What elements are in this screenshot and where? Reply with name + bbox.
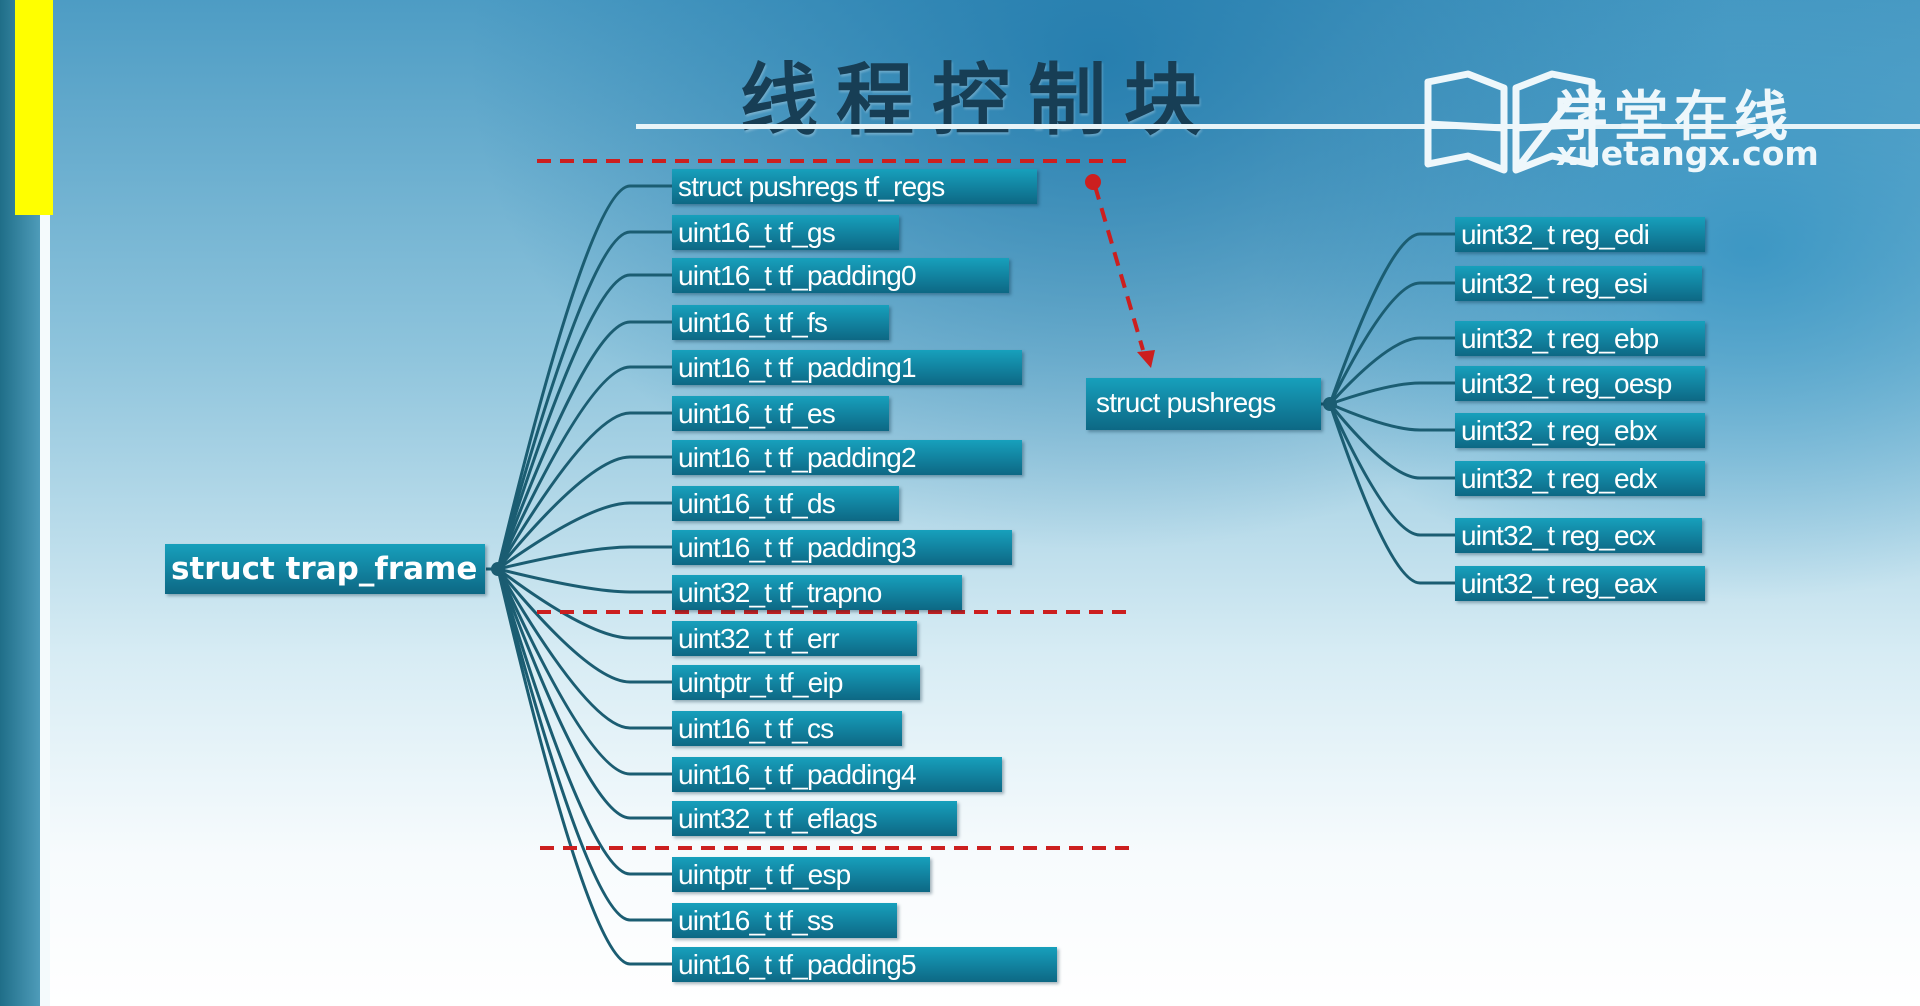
trap-frame-field: uintptr_t tf_eip bbox=[672, 665, 920, 700]
trap-frame-field: uint16_t tf_fs bbox=[672, 305, 889, 340]
branch-line bbox=[496, 568, 672, 922]
pushregs-field: uint32_t reg_edi bbox=[1455, 217, 1705, 252]
trap-frame-field: uint16_t tf_ss bbox=[672, 903, 897, 938]
branch-line bbox=[496, 411, 672, 570]
branch-line bbox=[496, 568, 672, 684]
branch-line bbox=[496, 320, 672, 570]
pushregs-field: uint32_t reg_esi bbox=[1455, 266, 1702, 301]
trap-frame-field: uint16_t tf_cs bbox=[672, 711, 902, 746]
branch-line bbox=[1328, 336, 1455, 406]
trap-frame-field: uint16_t tf_padding1 bbox=[672, 350, 1022, 385]
trap-frame-field: uint16_t tf_padding4 bbox=[672, 757, 1002, 792]
branch-line bbox=[1328, 281, 1455, 405]
branch-line bbox=[1328, 403, 1455, 537]
logo-name-en: xuetangx.com bbox=[1556, 134, 1819, 173]
trap-frame-field: uint32_t tf_eflags bbox=[672, 801, 957, 836]
yellow-accent-bar bbox=[15, 0, 53, 215]
branch-line bbox=[496, 455, 672, 570]
branch-line bbox=[496, 365, 672, 570]
branch-line bbox=[496, 230, 672, 570]
title-underline bbox=[636, 124, 1920, 129]
junction-dot bbox=[491, 562, 505, 576]
branch-line bbox=[497, 567, 672, 640]
reference-arrow-line bbox=[1093, 185, 1145, 351]
book-logo-icon bbox=[1424, 70, 1596, 174]
arrow-head-icon bbox=[1137, 350, 1155, 368]
branch-line bbox=[496, 568, 672, 966]
branch-line bbox=[496, 568, 672, 776]
branch-line bbox=[496, 273, 672, 570]
pushregs-field: uint32_t reg_oesp bbox=[1455, 366, 1705, 401]
branch-line bbox=[497, 567, 672, 594]
trap-frame-root: struct trap_frame bbox=[165, 544, 485, 594]
branch-line bbox=[497, 545, 672, 571]
junction-dot bbox=[1323, 397, 1337, 411]
trap-frame-field: uint16_t tf_padding3 bbox=[672, 530, 1012, 565]
trap-frame-field: uint16_t tf_ds bbox=[672, 486, 899, 521]
trap-frame-field: uint16_t tf_padding2 bbox=[672, 440, 1022, 475]
logo-name-cn: 学堂在线 bbox=[1554, 85, 1794, 148]
pushregs-field: uint32_t reg_eax bbox=[1455, 566, 1705, 601]
trap-frame-field: uint16_t tf_es bbox=[672, 396, 889, 431]
branch-line bbox=[496, 568, 672, 730]
branch-line bbox=[1328, 403, 1455, 585]
trap-frame-field: uintptr_t tf_esp bbox=[672, 857, 930, 892]
trap-frame-field: uint16_t tf_gs bbox=[672, 215, 899, 250]
branch-line bbox=[496, 184, 672, 570]
branch-line bbox=[1328, 232, 1455, 405]
trap-frame-field: uint16_t tf_padding0 bbox=[672, 258, 1009, 293]
branch-line bbox=[496, 568, 672, 820]
branch-line bbox=[1329, 402, 1455, 432]
trap-frame-field: struct pushregs tf_regs bbox=[672, 169, 1037, 204]
branch-line bbox=[1329, 381, 1455, 406]
slide-title: 线程控制块 bbox=[740, 56, 1221, 146]
pushregs-field: uint32_t reg_edx bbox=[1455, 461, 1705, 496]
trap-frame-field: uint32_t tf_trapno bbox=[672, 575, 962, 610]
branch-line bbox=[1328, 403, 1455, 480]
trap-frame-field: uint16_t tf_padding5 bbox=[672, 947, 1057, 982]
pushregs-field: uint32_t reg_ecx bbox=[1455, 518, 1702, 553]
trap-frame-field: uint32_t tf_err bbox=[672, 621, 917, 656]
pushregs-node: struct pushregs bbox=[1086, 378, 1321, 430]
branch-line bbox=[496, 568, 672, 876]
arrow-start-dot bbox=[1085, 174, 1101, 190]
left-edge-highlight bbox=[40, 0, 50, 1006]
pushregs-field: uint32_t reg_ebp bbox=[1455, 321, 1705, 356]
pushregs-field: uint32_t reg_ebx bbox=[1455, 413, 1705, 448]
branch-line bbox=[497, 501, 672, 571]
